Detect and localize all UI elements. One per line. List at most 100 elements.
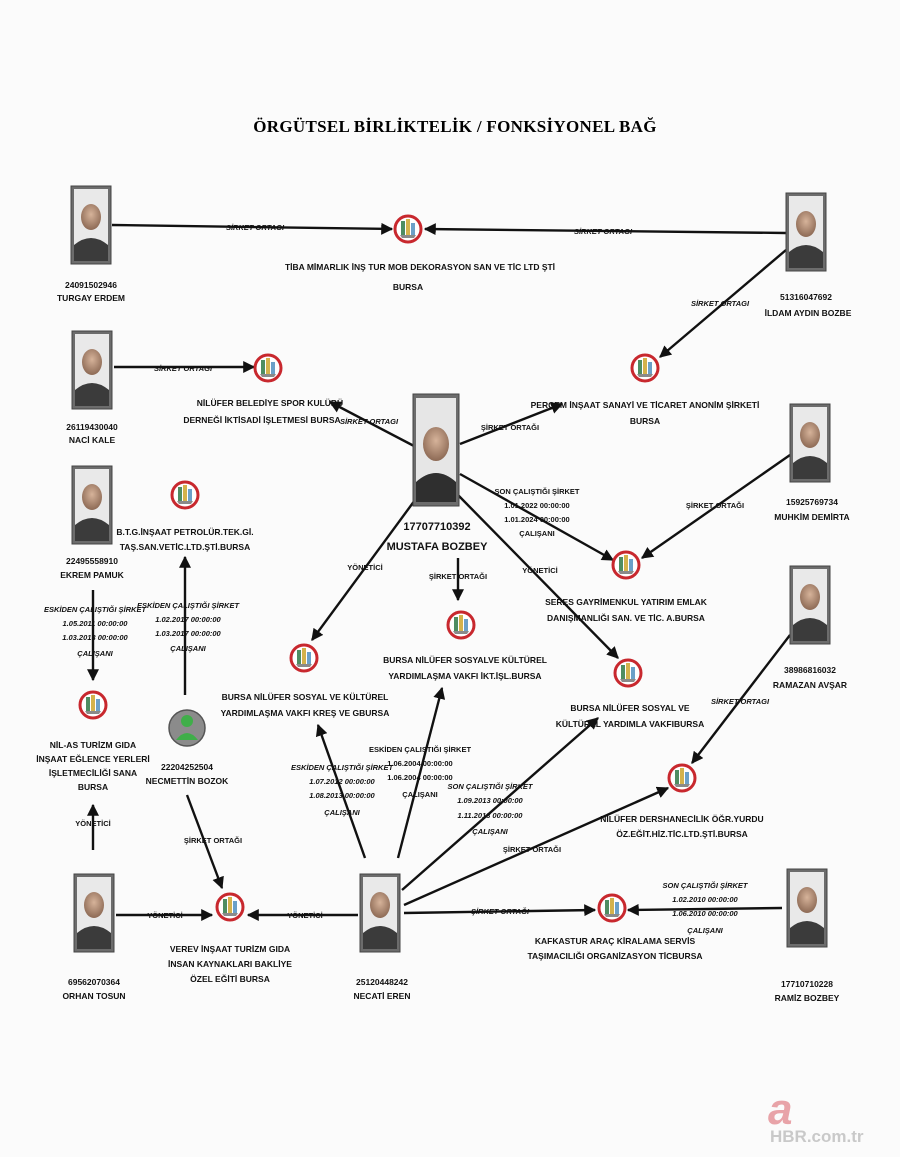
company-name-line: DERNEĞİ İKTİSADİ İŞLETMESİ BURSA — [183, 414, 340, 425]
company-name-line: KAFKASTUR ARAÇ KİRALAMA SERVİS — [535, 936, 696, 946]
company-name-line: SERES GAYRİMENKUL YATIRIM EMLAK — [545, 597, 708, 607]
edge-ramazan-dershane — [691, 634, 791, 764]
person-photo — [359, 873, 401, 953]
company-name-line: ÖZ.EĞİT.HİZ.TİC.LTD.ŞTİ.BURSA — [616, 828, 748, 839]
company-name-line: PERÇEM İNŞAAT SANAYİ VE TİCARET ANONİM Ş… — [531, 400, 760, 410]
person-photo — [71, 465, 113, 545]
person-id: 24091502946 — [65, 280, 117, 290]
person-name: NACİ KALE — [69, 435, 116, 445]
company-tiba: TİBA MİMARLIK İNŞ TUR MOB DEKORASYON SAN… — [285, 214, 555, 292]
edge-necati-vakif — [401, 717, 599, 891]
watermark-a-logo: a — [768, 1085, 792, 1134]
edge-label-ramiz-kafkastur: SON ÇALIŞTIĞI ŞİRKET 1.02.2010 00:00:00 … — [662, 881, 748, 935]
person-ildam: 51316047692 İLDAM AYDIN BOZBE — [765, 192, 852, 318]
edge-necati-dershane — [403, 786, 670, 907]
edge-necmettin-verev — [185, 794, 224, 890]
person-name: İLDAM AYDIN BOZBE — [765, 308, 852, 318]
company-dershane: NİLÜFER DERSHANECİLİK ÖĞR.YURDU ÖZ.EĞİT.… — [600, 763, 764, 839]
edge-label-line: 1.11.2018 00:00:00 — [458, 811, 524, 820]
edge-label-line: ÇALIŞANI — [77, 649, 113, 658]
company-name-line: ÖZEL EĞİTİ BURSA — [190, 973, 270, 984]
edge-mustafa-seres — [459, 472, 615, 562]
person-necati: 25120448242 NECATİ EREN — [354, 873, 411, 1001]
watermark-logo: a HBR.com.tr — [768, 1085, 864, 1146]
person-ekrem: 22495558910 EKREM PAMUK — [60, 465, 125, 580]
edge-label-line: ÇALIŞANI — [402, 790, 437, 799]
person-id: 51316047692 — [780, 292, 832, 302]
company-name-line: İŞLETMECİLİĞİ SANA — [49, 767, 137, 778]
diagram-title: ÖRGÜTSEL BİRLİKTELİK / FONKSİYONEL BAĞ — [253, 117, 656, 136]
edge-label-line: ESKİDEN ÇALIŞTIĞI ŞİRKET — [137, 601, 241, 610]
company-icon — [667, 763, 697, 793]
company-name-line: BURSA NİLÜFER SOSYAL VE — [570, 703, 690, 713]
company-vakif-ikt: BURSA NİLÜFER SOSYALVE KÜLTÜREL YARDIMLA… — [383, 610, 547, 681]
edge-mustafa-kres — [311, 499, 416, 641]
edge-label-line: ESKİDEN ÇALIŞTIĞI ŞİRKET — [44, 605, 148, 614]
person-photo — [785, 192, 827, 272]
person-name: TURGAY ERDEM — [57, 293, 125, 303]
company-icon — [170, 480, 200, 510]
edge-label-mustafa-percem: ŞİRKET ORTAĞI — [481, 423, 539, 432]
edge-label-necati-kafkastur: ŞİRKET ORTAĞI — [471, 907, 530, 916]
edge-ramiz-kafkastur — [626, 903, 783, 916]
person-id: 22204252504 — [161, 762, 213, 772]
company-name-line: TAŞ.SAN.VETİC.LTD.ŞTİ.BURSA — [120, 542, 251, 552]
edge-label-necati-verev: YÖNETİCİ — [287, 911, 322, 920]
edge-label-turgay-tiba: SİRKET ORTAGI — [226, 223, 285, 232]
edges — [87, 222, 791, 921]
edge-label-mustafa-vakif: YÖNETİCİ — [522, 566, 557, 575]
person-name: NECATİ EREN — [354, 991, 411, 1001]
edge-label-mustafa-kres: YÖNETİCİ — [347, 563, 382, 572]
edge-label-necati-ikt: ESKİDEN ÇALIŞTIĞI ŞİRKET 1.06.2004 00:00… — [369, 745, 472, 799]
company-vakif-bursa: BURSA NİLÜFER SOSYAL VE KÜLTÜREL YARDIML… — [556, 658, 704, 729]
person-photo — [70, 185, 112, 265]
person-photo — [73, 873, 115, 953]
edge-label-line: SON ÇALIŞTIĞI ŞİRKET — [447, 782, 533, 791]
edge-label-line: ÇALIŞANI — [324, 808, 360, 817]
edge-necati-ikt — [396, 686, 446, 859]
person-ramazan: 38986816032 RAMAZAN AVŞAR — [773, 565, 847, 690]
person-name: MUSTAFA BOZBEY — [387, 541, 488, 553]
edge-label-line: ESKİDEN ÇALIŞTIĞI ŞİRKET — [291, 763, 395, 772]
company-seres: SERES GAYRİMENKUL YATIRIM EMLAK DANIŞMAN… — [545, 550, 708, 623]
avatar-placeholder-icon — [168, 709, 206, 747]
person-photo — [789, 403, 831, 483]
edge-ildam-percem — [659, 249, 787, 358]
person-ramiz: 17710710228 RAMİZ BOZBEY — [775, 868, 840, 1003]
person-name: EKREM PAMUK — [60, 570, 124, 580]
edge-label-line: SON ÇALIŞTIĞI ŞİRKET — [662, 881, 748, 890]
company-percem: PERÇEM İNŞAAT SANAYİ VE TİCARET ANONİM Ş… — [531, 353, 760, 426]
person-name: ORHAN TOSUN — [62, 991, 125, 1001]
company-verev: VEREV İNŞAAT TURİZM GIDA İNSAN KAYNAKLAR… — [168, 892, 292, 984]
company-icon — [611, 550, 641, 580]
company-name-line: B.T.G.İNŞAAT PETROLÜR.TEK.Gİ. — [116, 527, 253, 537]
edge-label-line: 1.03.2017 00:00:00 — [155, 629, 221, 638]
edge-label-ildam-percem: SİRKET ORTAGI — [691, 299, 750, 308]
company-nilufer-spor: NİLÜFER BELEDİYE SPOR KULÜBÜ DERNEĞİ İKT… — [183, 353, 343, 425]
edge-label-mustafa-ikt: ŞİRKET ORTAĞI — [429, 572, 487, 581]
watermark-text: HBR.com.tr — [770, 1127, 864, 1146]
edge-label-line: 1.01.2022 00:00:00 — [504, 501, 569, 510]
company-icon — [215, 892, 245, 922]
person-nodes: 24091502946 TURGAY ERDEM 51316047692 İLD… — [57, 185, 852, 1003]
company-name-line: BURSA — [78, 782, 108, 792]
edge-mustafa-percem — [459, 402, 564, 446]
person-orhan: 69562070364 ORHAN TOSUN — [62, 873, 126, 1001]
edge-label-orhan-nilas: YÖNETİCİ — [75, 819, 110, 828]
company-name-line: BURSA — [393, 282, 423, 292]
edge-label-ramazan-dershane: SİRKET ORTAGI — [711, 697, 770, 706]
edge-labels: SİRKET ORTAGI SİRKET ORTAGI SİRKET ORTAG… — [44, 223, 770, 935]
company-nodes: TİBA MİMARLIK İNŞ TUR MOB DEKORASYON SAN… — [36, 214, 764, 984]
edge-mustafa-spor — [328, 400, 415, 448]
company-name-line: BURSA NİLÜFER SOSYAL VE KÜLTÜREL — [222, 692, 389, 702]
edge-label-necati-vakif: SON ÇALIŞTIĞI ŞİRKET 1.09.2013 00:00:00 … — [447, 782, 533, 836]
company-name-line: İNSAN KAYNAKLARI BAKLİYE — [168, 959, 292, 969]
company-btg: B.T.G.İNŞAAT PETROLÜR.TEK.Gİ. TAŞ.SAN.VE… — [116, 480, 254, 552]
edge-label-necmettin-verev: ŞİRKET ORTAĞI — [184, 836, 242, 845]
person-photo-body — [416, 473, 456, 502]
company-icon — [597, 893, 627, 923]
edge-label-line: 1.09.2013 00:00:00 — [457, 796, 523, 805]
edge-label-line: 1.06.2004 00:00:00 — [387, 773, 452, 782]
company-icon — [446, 610, 476, 640]
